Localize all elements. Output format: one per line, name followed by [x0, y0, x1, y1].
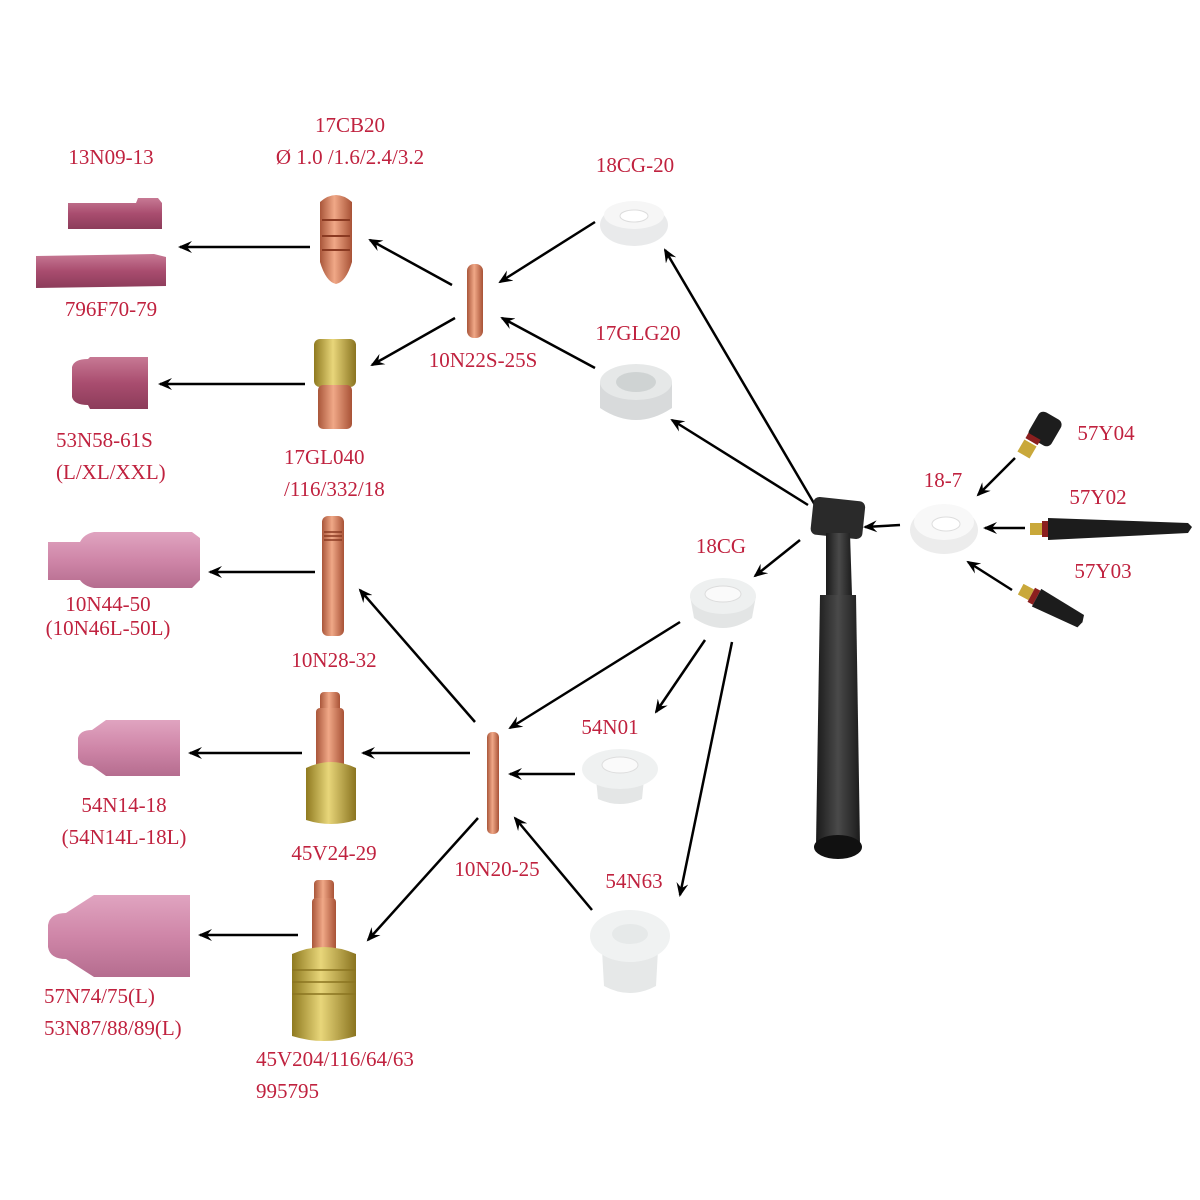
arrow-18cg-to-54n01	[654, 639, 707, 714]
back-cap-57y02	[1030, 518, 1192, 540]
back-cap-57y04	[1017, 411, 1062, 459]
arrow-18cg20-to-collet22	[498, 220, 596, 284]
label-57y04: 57Y04	[1077, 421, 1135, 445]
collet-body-10n28-32	[322, 516, 344, 636]
label-17glg20: 17GLG20	[595, 321, 681, 345]
arrow-collet20-to-45v204	[366, 817, 479, 942]
nozzle-10n44-50	[48, 532, 200, 588]
arrow-collet20-to-10n28	[358, 588, 476, 723]
arrow-54n63-to-collet20	[513, 816, 593, 911]
collet-body-17cb20	[320, 195, 352, 284]
torch-body	[810, 496, 866, 859]
insulator-17glg20	[600, 364, 672, 420]
back-cap-57y03	[1017, 583, 1085, 628]
label-57y03: 57Y03	[1074, 559, 1132, 583]
insulator-18cg	[690, 578, 756, 628]
gas-lens-45v24-29	[306, 692, 356, 824]
gas-lens-45v204	[292, 880, 356, 1041]
insulator-18-7	[910, 504, 978, 554]
label-18cg: 18CG	[695, 534, 747, 558]
gas-lens-17gl040	[314, 339, 356, 429]
arrow-17glg20-to-collet22	[500, 316, 596, 370]
label-10n28-32: 10N28-32	[291, 648, 377, 672]
collet-10n22s-25s	[467, 264, 483, 338]
arrow-57y04-to-18-7	[976, 457, 1016, 497]
label-796f70-79: 796F70-79	[64, 297, 158, 321]
label-10n22s-25s: 10N22S-25S	[428, 348, 538, 372]
nozzle-57n74	[48, 895, 190, 977]
label-54n01: 54N01	[581, 715, 639, 739]
arrow-collet22-to-17gl040	[370, 316, 456, 367]
collet-10n20-25	[487, 732, 499, 834]
arrow-torch-to-18cg20	[663, 248, 817, 506]
nozzle-54n14-18	[78, 720, 180, 776]
nozzle-53n58-61s	[72, 357, 148, 409]
label-54n63: 54N63	[605, 869, 663, 893]
nozzle-13n09-13	[68, 198, 162, 229]
label-53n58-61s: 53N58-61S(L/XL/XXL)	[56, 428, 166, 484]
label-57y02: 57Y02	[1069, 485, 1127, 509]
arrow-18cg-to-54n63	[676, 641, 734, 897]
label-10n44-50: 10N44-50(10N46L-50L)	[45, 592, 171, 641]
label-54n14-18: 54N14-18(54N14L-18L)	[61, 793, 187, 849]
label-18cg-20: 18CG-20	[595, 153, 675, 177]
insulator-54n01	[582, 749, 658, 804]
arrow-18cg-to-collet20	[508, 620, 681, 730]
insulator-54n63	[590, 910, 670, 993]
insulator-18cg-20	[600, 201, 668, 246]
arrow-57y03-to-18-7	[966, 560, 1013, 592]
label-18-7: 18-7	[923, 468, 963, 492]
arrow-torch-to-17glg20	[670, 418, 809, 507]
label-10n20-25: 10N20-25	[454, 857, 540, 881]
label-17gl040: 17GL040/116/332/18	[284, 445, 385, 501]
arrow-18-7-to-torch	[863, 520, 901, 533]
label-45v24-29: 45V24-29	[291, 841, 377, 865]
label-57n74: 57N74/75(L)53N87/88/89(L)	[44, 984, 182, 1040]
label-13n09-13: 13N09-13	[68, 145, 154, 169]
arrow-torch-to-18cg	[753, 539, 801, 578]
nozzle-796f70-79	[36, 254, 166, 288]
arrow-collet22-to-17cb20	[368, 238, 453, 287]
